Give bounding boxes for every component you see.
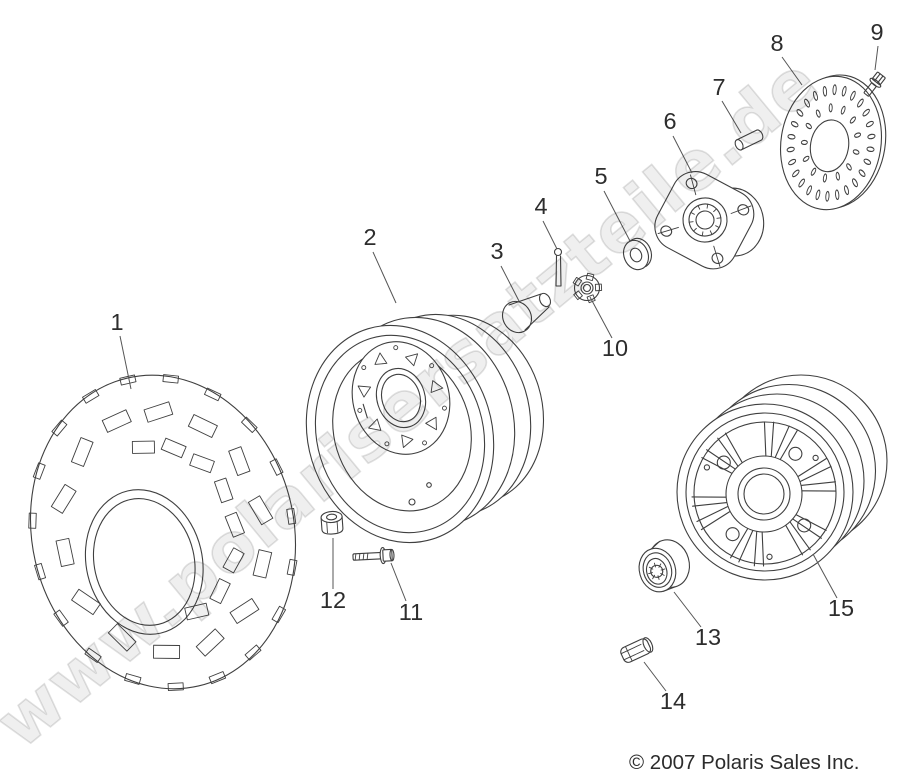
copyright-notice: © 2007 Polaris Sales Inc. (629, 751, 860, 774)
leader-line-15 (812, 553, 838, 599)
leader-line-5 (603, 190, 631, 242)
castle-nut-notches (572, 272, 603, 304)
leader-line-13 (673, 591, 702, 628)
alloy-wheel-center (691, 421, 837, 567)
part-label-9: 9 (870, 19, 883, 45)
part-label-7: 7 (712, 74, 725, 100)
part-label-3: 3 (490, 238, 503, 264)
part-label-10: 10 (602, 335, 628, 361)
hub-drawing (654, 171, 765, 270)
part-label-2: 2 (363, 224, 376, 250)
leader-line-9 (874, 45, 879, 71)
leader-line-7 (721, 100, 742, 134)
leader-line-14 (643, 661, 667, 692)
hub-spline-teeth (688, 203, 722, 237)
tire-drawing (28, 374, 298, 692)
part-label-13: 13 (695, 624, 721, 650)
steel-rim-drawing (305, 313, 545, 544)
leader-line-11 (390, 562, 407, 602)
part-label-14: 14 (660, 688, 686, 714)
leader-line-2 (372, 251, 397, 304)
part-label-8: 8 (770, 30, 783, 56)
tire-tread-blocks (28, 374, 298, 692)
flange-nut-drawing (320, 510, 344, 535)
leader-line-4 (542, 220, 558, 250)
alloy-wheel-lug-holes (703, 446, 819, 560)
part-label-1: 1 (110, 309, 123, 335)
alloy-wheel-drawing (676, 374, 888, 581)
part-label-12: 12 (320, 587, 346, 613)
cotter-pin-drawing (553, 247, 563, 287)
lug-nut-drawing (620, 637, 654, 663)
washer-drawing (622, 237, 653, 271)
wheel-bolt-drawing (352, 546, 395, 565)
hub-cap-drawing (638, 539, 690, 593)
castle-nut-drawing (572, 272, 603, 304)
hub-cap-spline (648, 562, 666, 580)
leader-line-8 (781, 56, 803, 86)
leader-lines (119, 45, 879, 692)
dowel-pin-drawing (734, 129, 764, 151)
brake-disc-vent-slots (786, 84, 876, 202)
leader-line-1 (119, 335, 132, 390)
leader-line-10 (589, 296, 613, 339)
spacer-cone-drawing (501, 292, 552, 334)
part-label-15: 15 (828, 595, 854, 621)
part-label-4: 4 (534, 193, 547, 219)
leader-line-6 (672, 135, 693, 174)
part-labels: 1 2 3 4 5 6 7 8 9 10 11 12 13 14 15 (110, 19, 883, 714)
part-label-6: 6 (663, 108, 676, 134)
steel-rim-center-plate (351, 341, 451, 455)
part-label-5: 5 (594, 163, 607, 189)
brake-disc-drawing (779, 74, 887, 211)
leader-line-3 (500, 265, 520, 302)
part-label-11: 11 (399, 599, 423, 625)
